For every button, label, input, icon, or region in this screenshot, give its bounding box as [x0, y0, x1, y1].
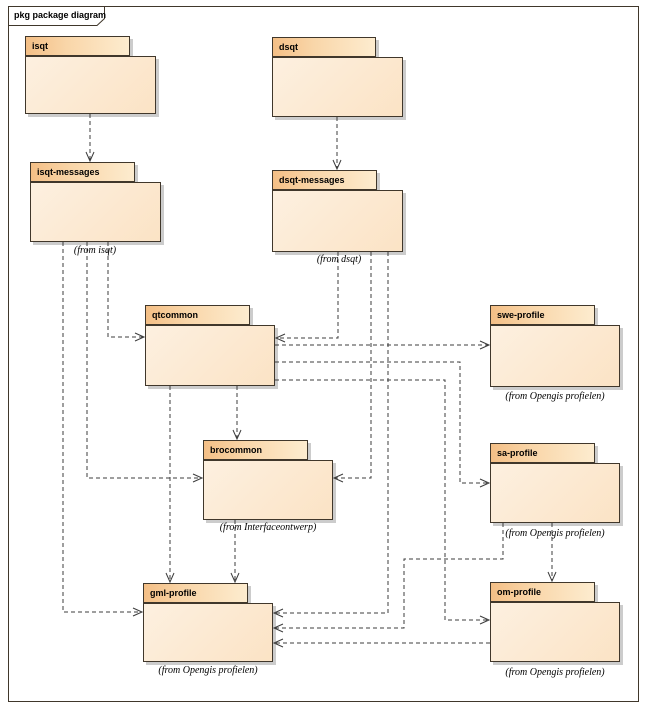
package-tab[interactable]: om-profile — [490, 582, 595, 602]
package-tab[interactable]: sa-profile — [490, 443, 595, 463]
package-tab[interactable]: dsqt-messages — [272, 170, 377, 190]
package-from-label: (from Opengis profielen) — [505, 667, 605, 678]
package-from-label: (from Opengis profielen) — [505, 391, 605, 402]
package-tab[interactable]: dsqt — [272, 37, 376, 57]
package-from-label: (from isqt) — [73, 245, 117, 256]
package-body[interactable] — [490, 602, 620, 662]
package-body[interactable] — [143, 603, 273, 662]
package-tab[interactable]: brocommon — [203, 440, 308, 460]
package-body[interactable] — [30, 182, 161, 242]
package-tab[interactable]: gml-profile — [143, 583, 248, 603]
package-name: dsqt — [279, 42, 298, 52]
package-body[interactable] — [203, 460, 333, 520]
package-tab[interactable]: isqt — [25, 36, 130, 56]
package-from-label: (from Opengis profielen) — [505, 528, 605, 539]
package-tab[interactable]: swe-profile — [490, 305, 595, 325]
package-name: sa-profile — [497, 448, 538, 458]
package-name: isqt — [32, 41, 49, 51]
package-name: qtcommon — [152, 310, 198, 320]
package-name: gml-profile — [150, 588, 197, 598]
package-body[interactable] — [145, 325, 275, 386]
package-from-label: (from Interfaceontwerp) — [219, 522, 317, 533]
package-body[interactable] — [272, 57, 403, 117]
package-name: dsqt-messages — [279, 175, 345, 185]
package-name: isqt-messages — [37, 167, 100, 177]
diagram-frame — [8, 6, 639, 702]
package-body[interactable] — [272, 190, 403, 252]
package-tab[interactable]: isqt-messages — [30, 162, 135, 182]
package-body[interactable] — [25, 56, 156, 114]
package-body[interactable] — [490, 463, 620, 523]
package-name: brocommon — [210, 445, 263, 455]
frame-title-tab-shape — [8, 6, 105, 26]
diagram-title: pkg package diagram — [14, 10, 107, 20]
package-name: om-profile — [497, 587, 541, 597]
package-from-label: (from dsqt) — [316, 254, 362, 265]
package-body[interactable] — [490, 325, 620, 387]
package-name: swe-profile — [497, 310, 545, 320]
package-tab[interactable]: qtcommon — [145, 305, 250, 325]
package-from-label: (from Opengis profielen) — [158, 665, 258, 676]
